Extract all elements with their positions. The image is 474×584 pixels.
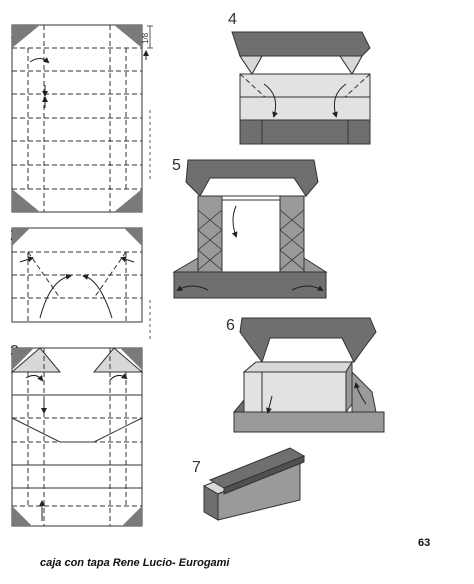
step-5-number: 5 (172, 157, 181, 174)
step-7-number: 7 (192, 459, 201, 476)
step-4-diagram: 4 (228, 11, 371, 145)
step-4-number: 4 (228, 11, 237, 28)
page-number: 63 (418, 537, 430, 549)
step-7-diagram: 7 (192, 447, 306, 521)
step-3-diagram: 3 (10, 343, 144, 527)
caption: caja con tapa Rene Lucio- Eurogami (40, 557, 230, 569)
step-2-diagram: 2 (10, 227, 151, 340)
fraction-label: 1/8 (141, 32, 150, 44)
step-5-diagram: 5 (172, 157, 328, 299)
step-6-number: 6 (226, 317, 235, 334)
step-1-diagram: 1 1/8 (10, 24, 153, 213)
step-6-diagram: 6 (226, 317, 385, 433)
